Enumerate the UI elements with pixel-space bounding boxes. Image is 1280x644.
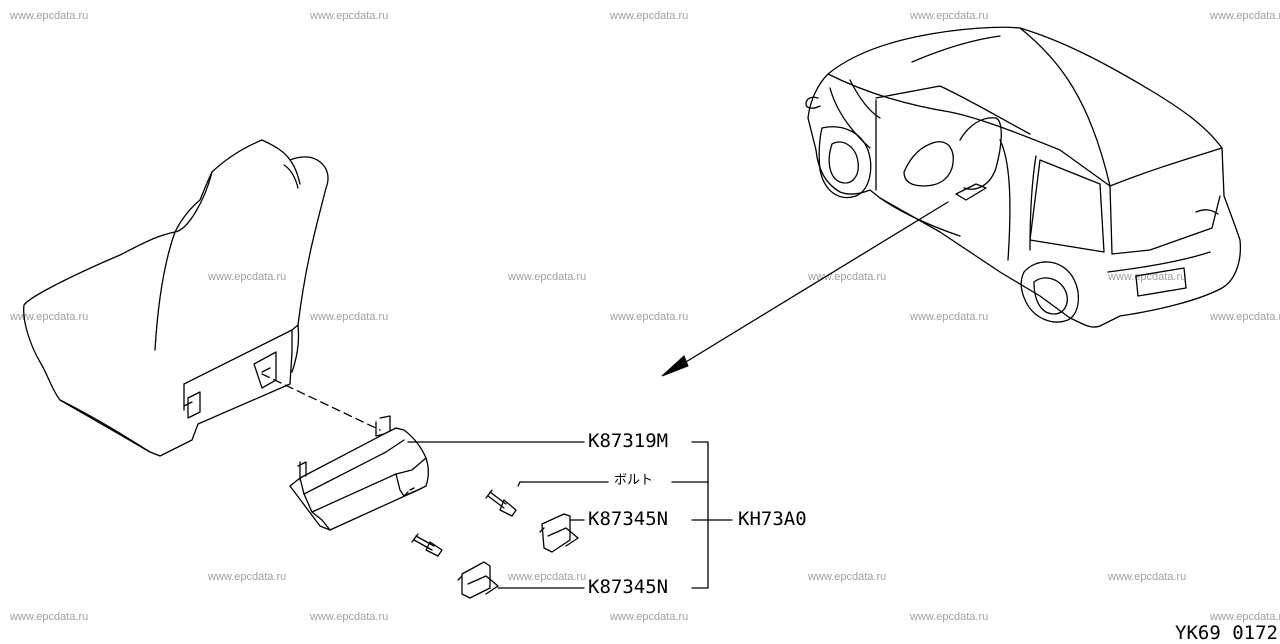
part-label-bracket[interactable]: K87319M xyxy=(588,430,669,452)
seat-drawing xyxy=(23,139,329,457)
watermark-text: www.epcdata.ru xyxy=(310,311,389,323)
watermark-text: www.epcdata.ru xyxy=(1210,611,1280,623)
watermark-text: www.epcdata.ru xyxy=(808,571,887,583)
watermark-text: www.epcdata.ru xyxy=(910,311,989,323)
watermark-text: www.epcdata.ru xyxy=(910,611,989,623)
watermark-text: www.epcdata.ru xyxy=(610,311,689,323)
watermark-text: www.epcdata.ru xyxy=(808,271,887,283)
watermark-text: www.epcdata.ru xyxy=(1108,571,1187,583)
part-label-bolt[interactable]: ボルト xyxy=(614,473,654,488)
bolt-lower-drawing xyxy=(411,533,443,557)
part-label-assembly[interactable]: KH73A0 xyxy=(738,508,807,530)
watermark-text: www.epcdata.ru xyxy=(208,571,287,583)
watermark-text: www.epcdata.ru xyxy=(310,611,389,623)
watermark-text: www.epcdata.ru xyxy=(1210,10,1280,22)
watermark-text: www.epcdata.ru xyxy=(1210,311,1280,323)
watermark-text: www.epcdata.ru xyxy=(910,10,989,22)
alignment-dashed-line xyxy=(261,373,381,431)
watermark-text: www.epcdata.ru xyxy=(10,311,89,323)
clip-upper-drawing xyxy=(539,513,579,553)
part-label-clip-lower[interactable]: K87345N xyxy=(588,576,669,598)
watermark-text: www.epcdata.ru xyxy=(1108,271,1187,283)
watermark-text: www.epcdata.ru xyxy=(208,271,287,283)
watermark-text: www.epcdata.ru xyxy=(508,271,587,283)
watermark-text: www.epcdata.ru xyxy=(610,611,689,623)
part-label-clip-upper[interactable]: K87345N xyxy=(588,508,669,530)
watermark-text: www.epcdata.ru xyxy=(508,571,587,583)
diagram-code: YK69 0172 xyxy=(1171,624,1278,643)
detail-arrow xyxy=(661,201,949,377)
watermark-text: www.epcdata.ru xyxy=(610,10,689,22)
watermark-text: www.epcdata.ru xyxy=(310,10,389,22)
watermark-text: www.epcdata.ru xyxy=(10,611,89,623)
leader-lines xyxy=(407,441,733,589)
bolt-drawing xyxy=(485,489,517,517)
clip-lower-drawing xyxy=(457,561,499,599)
bracket-drawing xyxy=(289,415,429,531)
watermark-text: www.epcdata.ru xyxy=(10,10,89,22)
vehicle-drawing xyxy=(805,26,1242,328)
